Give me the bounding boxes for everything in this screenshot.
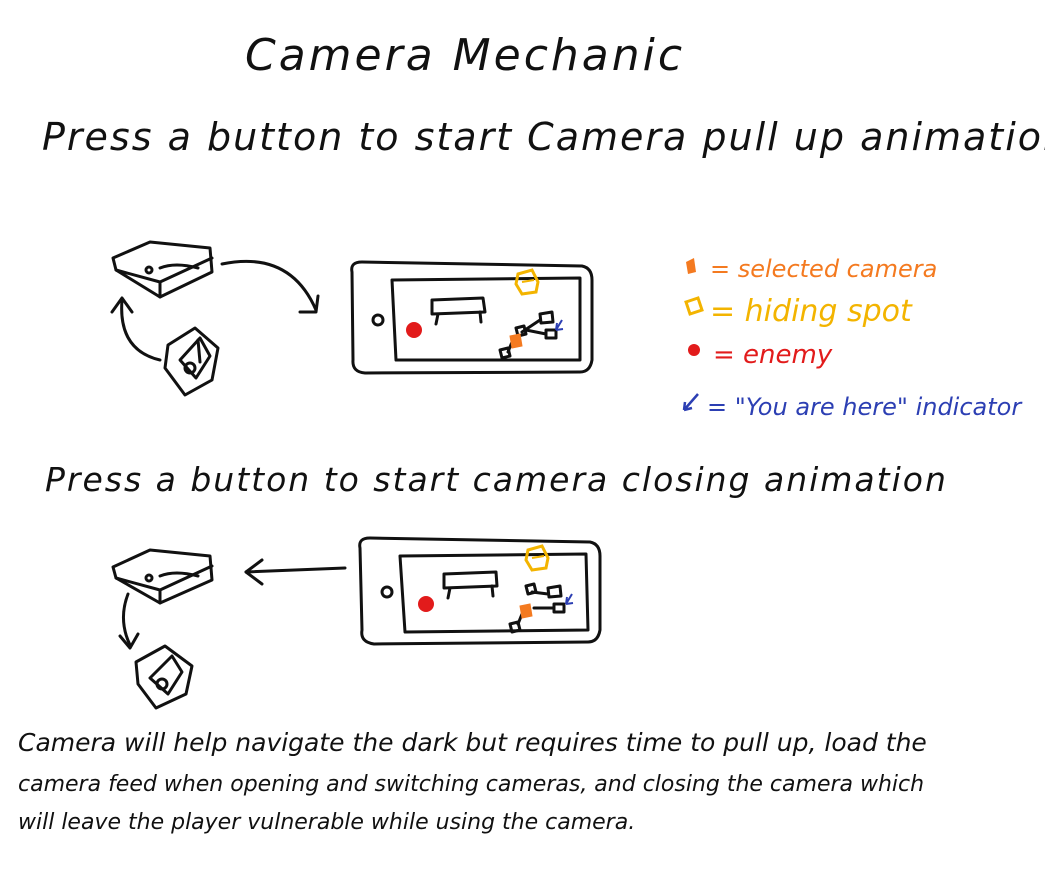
note-line-3: will leave the player vulnerable while u… bbox=[18, 810, 636, 835]
legend-selected-camera: = selected camera bbox=[710, 255, 938, 283]
diagram-title: Camera Mechanic bbox=[245, 30, 686, 81]
selected-camera-icon bbox=[509, 333, 523, 349]
camera-held-down-icon bbox=[134, 644, 194, 710]
hiding-spot-icon bbox=[514, 268, 540, 296]
step-open-instruction: Press a button to start Camera pull up a… bbox=[42, 115, 1045, 159]
arrow-down-curve bbox=[122, 592, 132, 647]
legend-you-are-here: = "You are here" indicator bbox=[707, 393, 1022, 421]
you-are-here-arrow-icon bbox=[565, 593, 574, 605]
legend-enemy: = enemy bbox=[713, 340, 833, 370]
legend-hiding-swatch bbox=[684, 296, 704, 316]
note-line-1: Camera will help navigate the dark but r… bbox=[18, 728, 927, 757]
selected-camera-icon bbox=[519, 603, 533, 619]
note-line-2: camera feed when opening and switching c… bbox=[18, 772, 925, 797]
phone-screen-icon bbox=[350, 260, 594, 375]
arrow-up-head bbox=[110, 296, 134, 314]
step-close-instruction: Press a button to start camera closing a… bbox=[45, 460, 948, 499]
arrow-to-phone-head bbox=[298, 294, 320, 314]
camera-device-icon bbox=[111, 548, 214, 605]
legend-you-swatch bbox=[682, 393, 699, 412]
camera-held-down-icon bbox=[163, 326, 220, 397]
arrow-to-phone-curve bbox=[220, 259, 318, 312]
phone-screen-icon bbox=[358, 536, 602, 646]
arrow-left-head bbox=[244, 558, 264, 586]
arrow-up-curve bbox=[120, 298, 162, 362]
legend-selected-swatch bbox=[686, 258, 696, 274]
you-are-here-arrow-icon bbox=[555, 319, 564, 331]
arrow-down-head bbox=[118, 632, 140, 650]
camera-device-icon bbox=[111, 240, 214, 299]
arrow-left-line bbox=[244, 566, 347, 574]
enemy-dot-icon bbox=[418, 596, 434, 612]
legend-hiding-spot: = hiding spot bbox=[710, 294, 912, 329]
hiding-spot-icon bbox=[524, 544, 550, 572]
enemy-dot-icon bbox=[406, 322, 422, 338]
legend-enemy-swatch bbox=[688, 344, 700, 356]
